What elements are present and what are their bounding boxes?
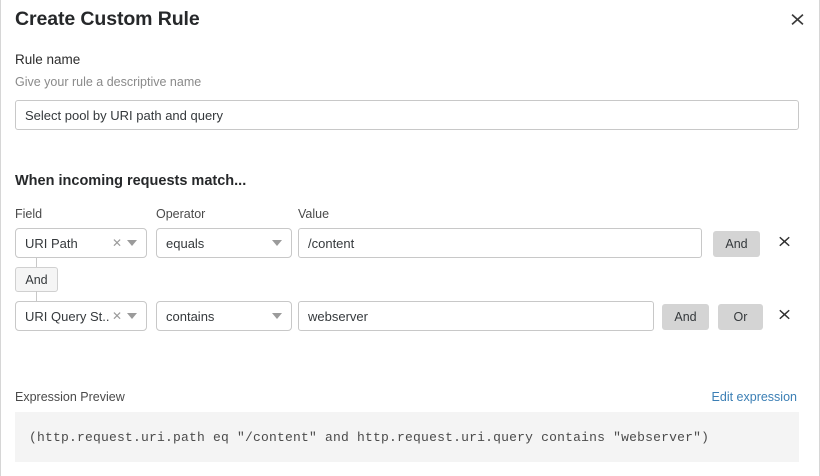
field-select-row-1[interactable]: URI Path ✕: [15, 228, 147, 258]
operator-select-row-1-value: equals: [166, 235, 205, 251]
delete-condition-row-2[interactable]: [774, 307, 794, 327]
close-dialog-button[interactable]: [784, 6, 810, 32]
operator-select-row-2-value: contains: [166, 308, 215, 324]
match-section-heading: When incoming requests match...: [15, 173, 247, 189]
add-or-condition-row-2[interactable]: Or: [718, 304, 763, 330]
value-input-row-2[interactable]: [298, 301, 654, 331]
column-header-operator: Operator: [156, 207, 206, 221]
field-select-row-2[interactable]: URI Query St... ✕: [15, 301, 147, 331]
condition-connector-chip[interactable]: And: [15, 267, 58, 292]
close-icon: [778, 235, 791, 253]
add-and-condition-row-2[interactable]: And: [662, 304, 709, 330]
chevron-down-icon: [127, 313, 137, 319]
field-select-row-2-value: URI Query St...: [25, 308, 110, 324]
column-header-field: Field: [15, 207, 43, 221]
clear-icon[interactable]: ✕: [111, 309, 122, 323]
close-icon: [778, 308, 791, 326]
chevron-down-icon: [272, 313, 282, 319]
edit-expression-link[interactable]: Edit expression: [711, 390, 797, 404]
expression-preview-label: Expression Preview: [15, 390, 125, 404]
operator-select-row-1[interactable]: equals: [156, 228, 292, 258]
rule-name-help-text: Give your rule a descriptive name: [15, 75, 202, 89]
column-header-value: Value: [298, 207, 330, 221]
add-and-condition-row-1[interactable]: And: [713, 231, 760, 257]
chevron-down-icon: [272, 240, 282, 246]
delete-condition-row-1[interactable]: [774, 234, 794, 254]
close-icon: [790, 12, 805, 27]
chevron-down-icon: [127, 240, 137, 246]
connector-line-bottom: [36, 291, 37, 301]
rule-name-input[interactable]: [15, 100, 799, 130]
clear-icon[interactable]: ✕: [111, 236, 122, 250]
expression-preview-box: (http.request.uri.path eq "/content" and…: [15, 412, 799, 462]
dialog-title: Create Custom Rule: [15, 8, 200, 30]
connector-line-top: [36, 258, 37, 268]
value-input-row-1[interactable]: [298, 228, 702, 258]
rule-name-label: Rule name: [15, 52, 81, 67]
operator-select-row-2[interactable]: contains: [156, 301, 292, 331]
expression-preview-code: (http.request.uri.path eq "/content" and…: [29, 429, 710, 445]
field-select-row-1-value: URI Path: [25, 235, 78, 251]
